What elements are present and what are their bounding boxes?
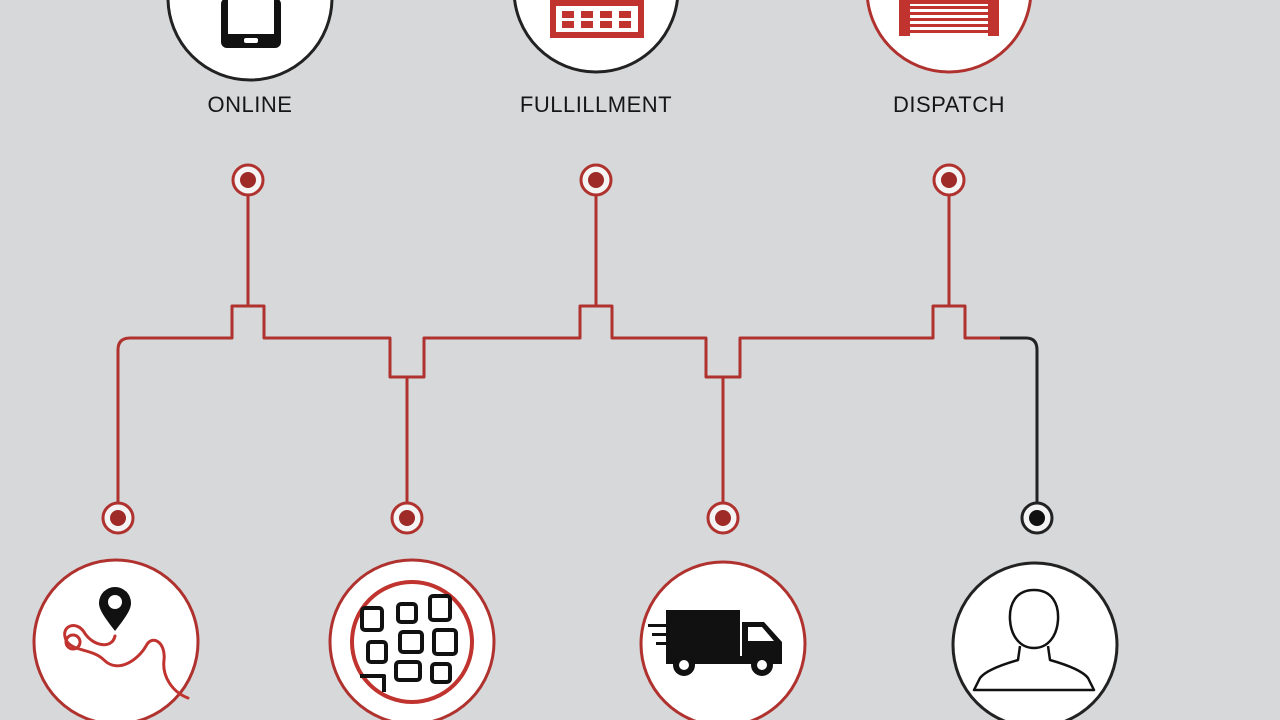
city-map-icon bbox=[350, 580, 474, 704]
badge-dispatch bbox=[866, 0, 1032, 74]
warehouse-icon bbox=[550, 0, 644, 38]
node-fulfillment bbox=[579, 163, 613, 197]
badge-fulfillment bbox=[513, 0, 679, 74]
stage-label-fulfillment: FULLILLMENT bbox=[519, 92, 673, 117]
badge-truck bbox=[639, 560, 807, 720]
delivery-truck-icon bbox=[648, 610, 782, 676]
node-truck bbox=[706, 501, 740, 535]
smartphone-icon bbox=[221, 0, 281, 48]
route-map-pin-icon bbox=[63, 587, 190, 700]
badge-online bbox=[166, 0, 334, 82]
badge-map bbox=[328, 558, 496, 720]
node-route bbox=[101, 501, 135, 535]
bus-line bbox=[116, 304, 1000, 505]
connection-nodes bbox=[101, 163, 1054, 535]
node-online bbox=[231, 163, 265, 197]
connector-network bbox=[116, 194, 1039, 505]
bus-line-end bbox=[1000, 336, 1039, 505]
node-customer bbox=[1020, 501, 1054, 535]
loading-dock-icon bbox=[899, 0, 999, 36]
badge-customer bbox=[951, 561, 1119, 720]
stage-label-online: ONLINE bbox=[207, 92, 293, 117]
badge-route bbox=[32, 558, 200, 720]
node-map bbox=[390, 501, 424, 535]
stage-label-dispatch: DISPATCH bbox=[893, 92, 1005, 117]
customer-person-icon bbox=[972, 588, 1096, 692]
node-dispatch bbox=[932, 163, 966, 197]
